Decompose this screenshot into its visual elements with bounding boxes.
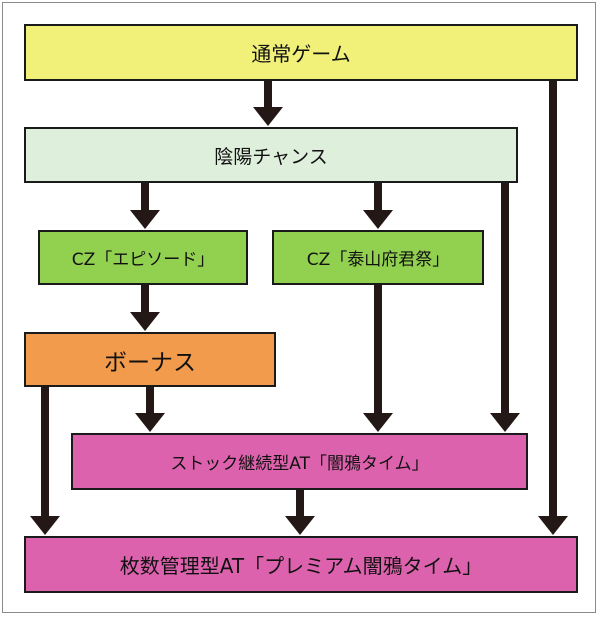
- arrow-cz-tai-to-stock: [363, 285, 393, 432]
- node-cz-episode-label: CZ「エピソード」: [71, 250, 215, 270]
- arrow-bonus-to-stock: [135, 387, 165, 432]
- node-inyou-chance: 陰陽チャンス: [24, 127, 518, 183]
- node-normal-game-label: 通常ゲーム: [251, 42, 351, 66]
- node-normal-game: 通常ゲーム: [24, 24, 578, 81]
- node-inyou-chance-label: 陰陽チャンス: [214, 145, 328, 168]
- arrow-inyou-to-cz-ep: [130, 183, 160, 229]
- node-medal-at-label: 枚数管理型AT「プレミアム闇鴉タイム」: [119, 554, 483, 578]
- node-bonus: ボーナス: [24, 332, 276, 387]
- arrow-inyou-to-stock: [490, 183, 520, 432]
- arrow-inyou-to-cz-tai: [363, 183, 393, 229]
- node-cz-taizan: CZ「泰山府君祭」: [272, 230, 484, 285]
- node-cz-episode: CZ「エピソード」: [38, 230, 248, 285]
- node-cz-taizan-label: CZ「泰山府君祭」: [306, 250, 450, 270]
- arrow-cz-ep-to-bonus: [130, 285, 160, 331]
- node-bonus-label: ボーナス: [104, 349, 196, 376]
- arrow-normal-to-medal: [538, 81, 568, 535]
- node-medal-at: 枚数管理型AT「プレミアム闇鴉タイム」: [24, 536, 578, 593]
- node-stock-at: ストック継続型AT「闇鴉タイム」: [71, 433, 528, 490]
- arrow-stock-to-medal: [285, 490, 315, 535]
- node-stock-at-label: ストック継続型AT「闇鴉タイム」: [170, 454, 429, 474]
- arrow-normal-to-inyou: [253, 81, 283, 126]
- arrow-bonus-to-medal: [30, 387, 60, 535]
